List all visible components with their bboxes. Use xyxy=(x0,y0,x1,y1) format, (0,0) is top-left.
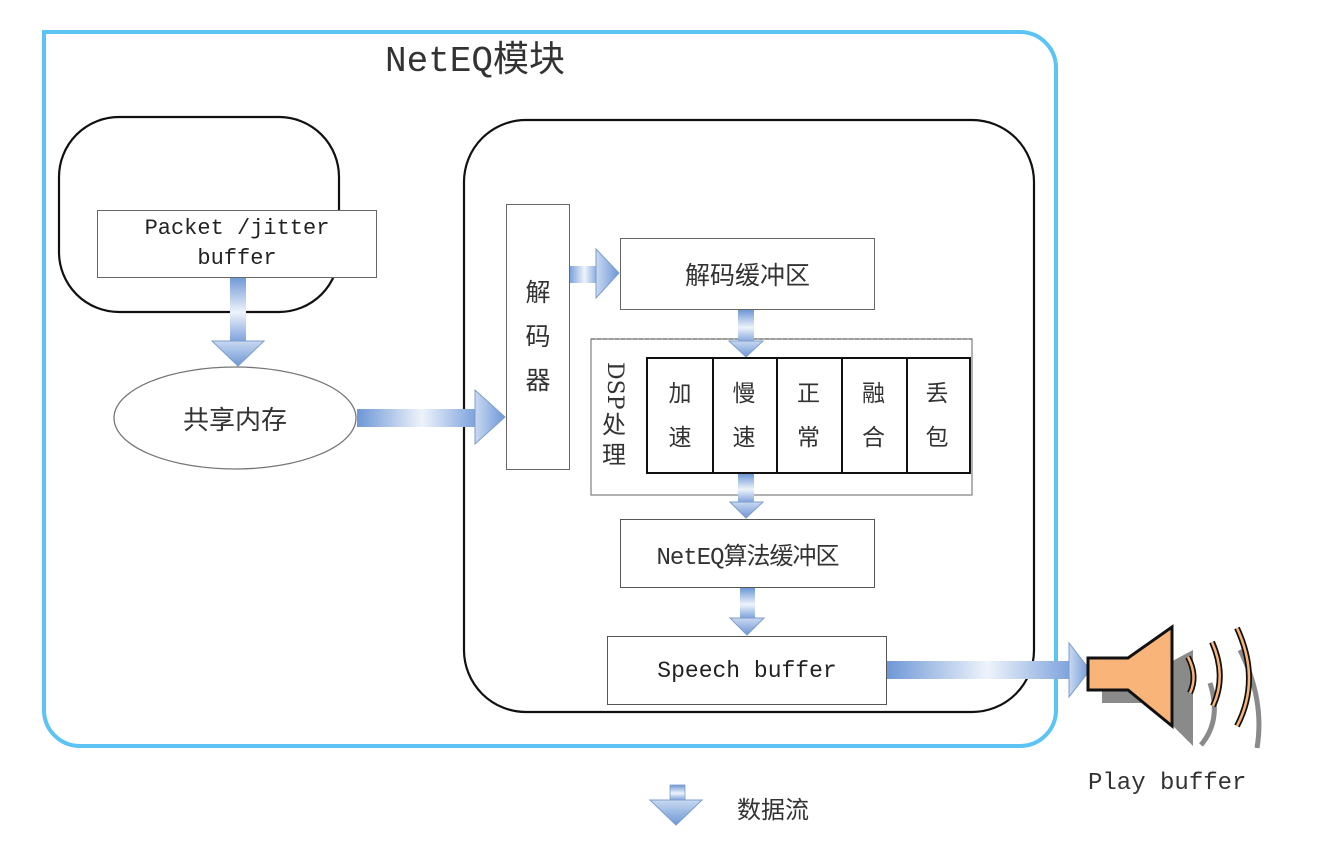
arrow-algo-to-speech-buffer xyxy=(728,588,766,636)
decoder-char: 码 xyxy=(525,322,551,351)
shared-memory-ellipse xyxy=(113,366,357,470)
dsp-op-accelerate: 加 速 xyxy=(648,359,714,472)
packet-buffer-label-line2: buffer xyxy=(197,246,277,271)
dsp-op-packet-loss: 丢 包 xyxy=(906,359,968,472)
dsp-label-cjk: 理 xyxy=(602,440,626,469)
dsp-op-char: 丢 xyxy=(925,380,949,407)
decode-buffer-node: 解码缓冲区 xyxy=(620,238,875,310)
arrow-packet-to-shared xyxy=(210,277,266,367)
dsp-label-cjk: 处 xyxy=(602,410,626,439)
neteq-algorithm-buffer-node: NetEQ算法缓冲区 xyxy=(620,519,875,588)
arrow-dsp-to-algo-buffer xyxy=(728,474,765,519)
neteq-algorithm-buffer-label: NetEQ算法缓冲区 xyxy=(656,544,839,572)
arrow-speech-to-play-buffer xyxy=(886,641,1091,699)
dsp-op-char: 常 xyxy=(797,424,820,451)
dsp-op-char: 慢 xyxy=(732,380,756,407)
legend-data-flow-label: 数据流 xyxy=(737,796,809,824)
dsp-op-char: 包 xyxy=(925,424,949,451)
dsp-op-char: 融 xyxy=(862,380,885,407)
dsp-op-char: 速 xyxy=(732,424,756,451)
speech-buffer-node: Speech buffer xyxy=(607,636,887,705)
decoder-char: 器 xyxy=(525,366,551,395)
dsp-op-char: 速 xyxy=(668,424,692,451)
down-arrow-icon xyxy=(648,784,704,826)
play-buffer-label: Play buffer xyxy=(1088,770,1247,797)
neteq-module-frame xyxy=(42,30,1058,748)
dsp-op-normal: 正 常 xyxy=(776,359,843,472)
dsp-processing-label: DSP 处 理 xyxy=(594,362,634,472)
decoder-char: 解 xyxy=(525,278,551,307)
dsp-op-char: 加 xyxy=(668,380,692,407)
dsp-op-decelerate: 慢 速 xyxy=(712,359,778,472)
arrow-decoder-to-decode-buffer xyxy=(568,247,620,300)
module-title: NetEQ模块 xyxy=(385,41,566,82)
arrow-decode-buffer-to-dsp xyxy=(727,310,765,358)
packet-jitter-buffer-node: Packet /jitter buffer xyxy=(97,210,377,278)
dsp-label-latin: DSP xyxy=(602,362,627,410)
packet-buffer-label-line1: Packet /jitter xyxy=(144,216,330,241)
dsp-op-char: 正 xyxy=(797,380,820,407)
decoder-node: 解 码 器 xyxy=(506,204,570,470)
speaker-icon xyxy=(1086,624,1262,749)
arrow-shared-to-decoder xyxy=(357,388,506,446)
dsp-op-char: 合 xyxy=(862,424,885,451)
dsp-operations-row: 加 速 慢 速 正 常 融 合 丢 包 xyxy=(646,357,971,474)
dsp-op-merge: 融 合 xyxy=(841,359,908,472)
shared-memory-label: 共享内存 xyxy=(182,406,287,436)
